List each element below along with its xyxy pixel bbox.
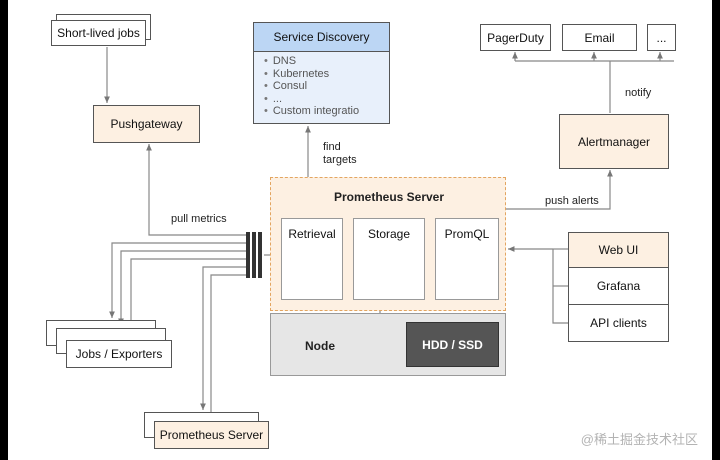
notify-label: notify [625,87,652,99]
service-discovery-box: Service Discovery DNS Kubernetes Consul … [253,22,390,124]
storage-box: Storage [353,218,425,300]
service-discovery-list: DNS Kubernetes Consul ... Custom integra… [254,55,389,118]
sd-item-consul: Consul [264,80,389,93]
diagram-canvas: Short-lived jobs Pushgateway Service Dis… [8,0,712,460]
api-clients-box: API clients [568,304,669,342]
alertmanager-box: Alertmanager [559,114,669,169]
service-discovery-title: Service Discovery [254,23,389,52]
prometheus-server-title: Prometheus Server [333,190,445,204]
web-ui-label: Web UI [598,243,639,257]
find-label: find [323,141,341,153]
pagerduty-box: PagerDuty [480,24,551,51]
sd-item-custom: Custom integratio [264,105,389,118]
hdd-ssd-box: HDD / SSD [406,322,499,367]
federated-prometheus-label: Prometheus Server [159,428,264,442]
node-label: Node [305,339,335,353]
pull-metrics-label: pull metrics [171,213,227,225]
sd-item-kubernetes: Kubernetes [264,68,389,81]
retrieval-box: Retrieval [281,218,343,300]
grafana-label: Grafana [596,279,641,293]
more-targets-box: ... [647,24,676,51]
pushgateway-label: Pushgateway [110,117,183,131]
api-clients-label: API clients [590,316,647,330]
push-alerts-label: push alerts [545,195,599,207]
sd-item-more: ... [264,93,389,106]
grafana-box: Grafana [568,267,669,305]
retrieval-label: Retrieval [288,227,336,241]
promql-label: PromQL [444,227,490,241]
sd-item-dns: DNS [264,55,389,68]
jobs-exporters-box: Jobs / Exporters [66,340,172,368]
targets-label: targets [323,154,357,166]
jobs-exporters-label: Jobs / Exporters [75,347,163,361]
short-lived-jobs-label: Short-lived jobs [57,26,140,40]
storage-label: Storage [367,227,411,241]
pagerduty-label: PagerDuty [487,30,544,45]
web-ui-box: Web UI [568,232,669,268]
prometheus-server-area: Prometheus Server Retrieval Storage Prom… [270,177,506,311]
watermark-text: @稀土掘金技术社区 [580,432,698,447]
email-box: Email [562,24,637,51]
more-targets-label: ... [656,30,667,45]
hdd-ssd-label: HDD / SSD [422,337,483,352]
federated-prometheus-box: Prometheus Server [154,421,269,449]
pushgateway-box: Pushgateway [93,105,200,143]
email-label: Email [584,30,615,45]
alertmanager-label: Alertmanager [577,134,651,149]
promql-box: PromQL [435,218,499,300]
short-lived-jobs-box: Short-lived jobs [51,20,146,46]
